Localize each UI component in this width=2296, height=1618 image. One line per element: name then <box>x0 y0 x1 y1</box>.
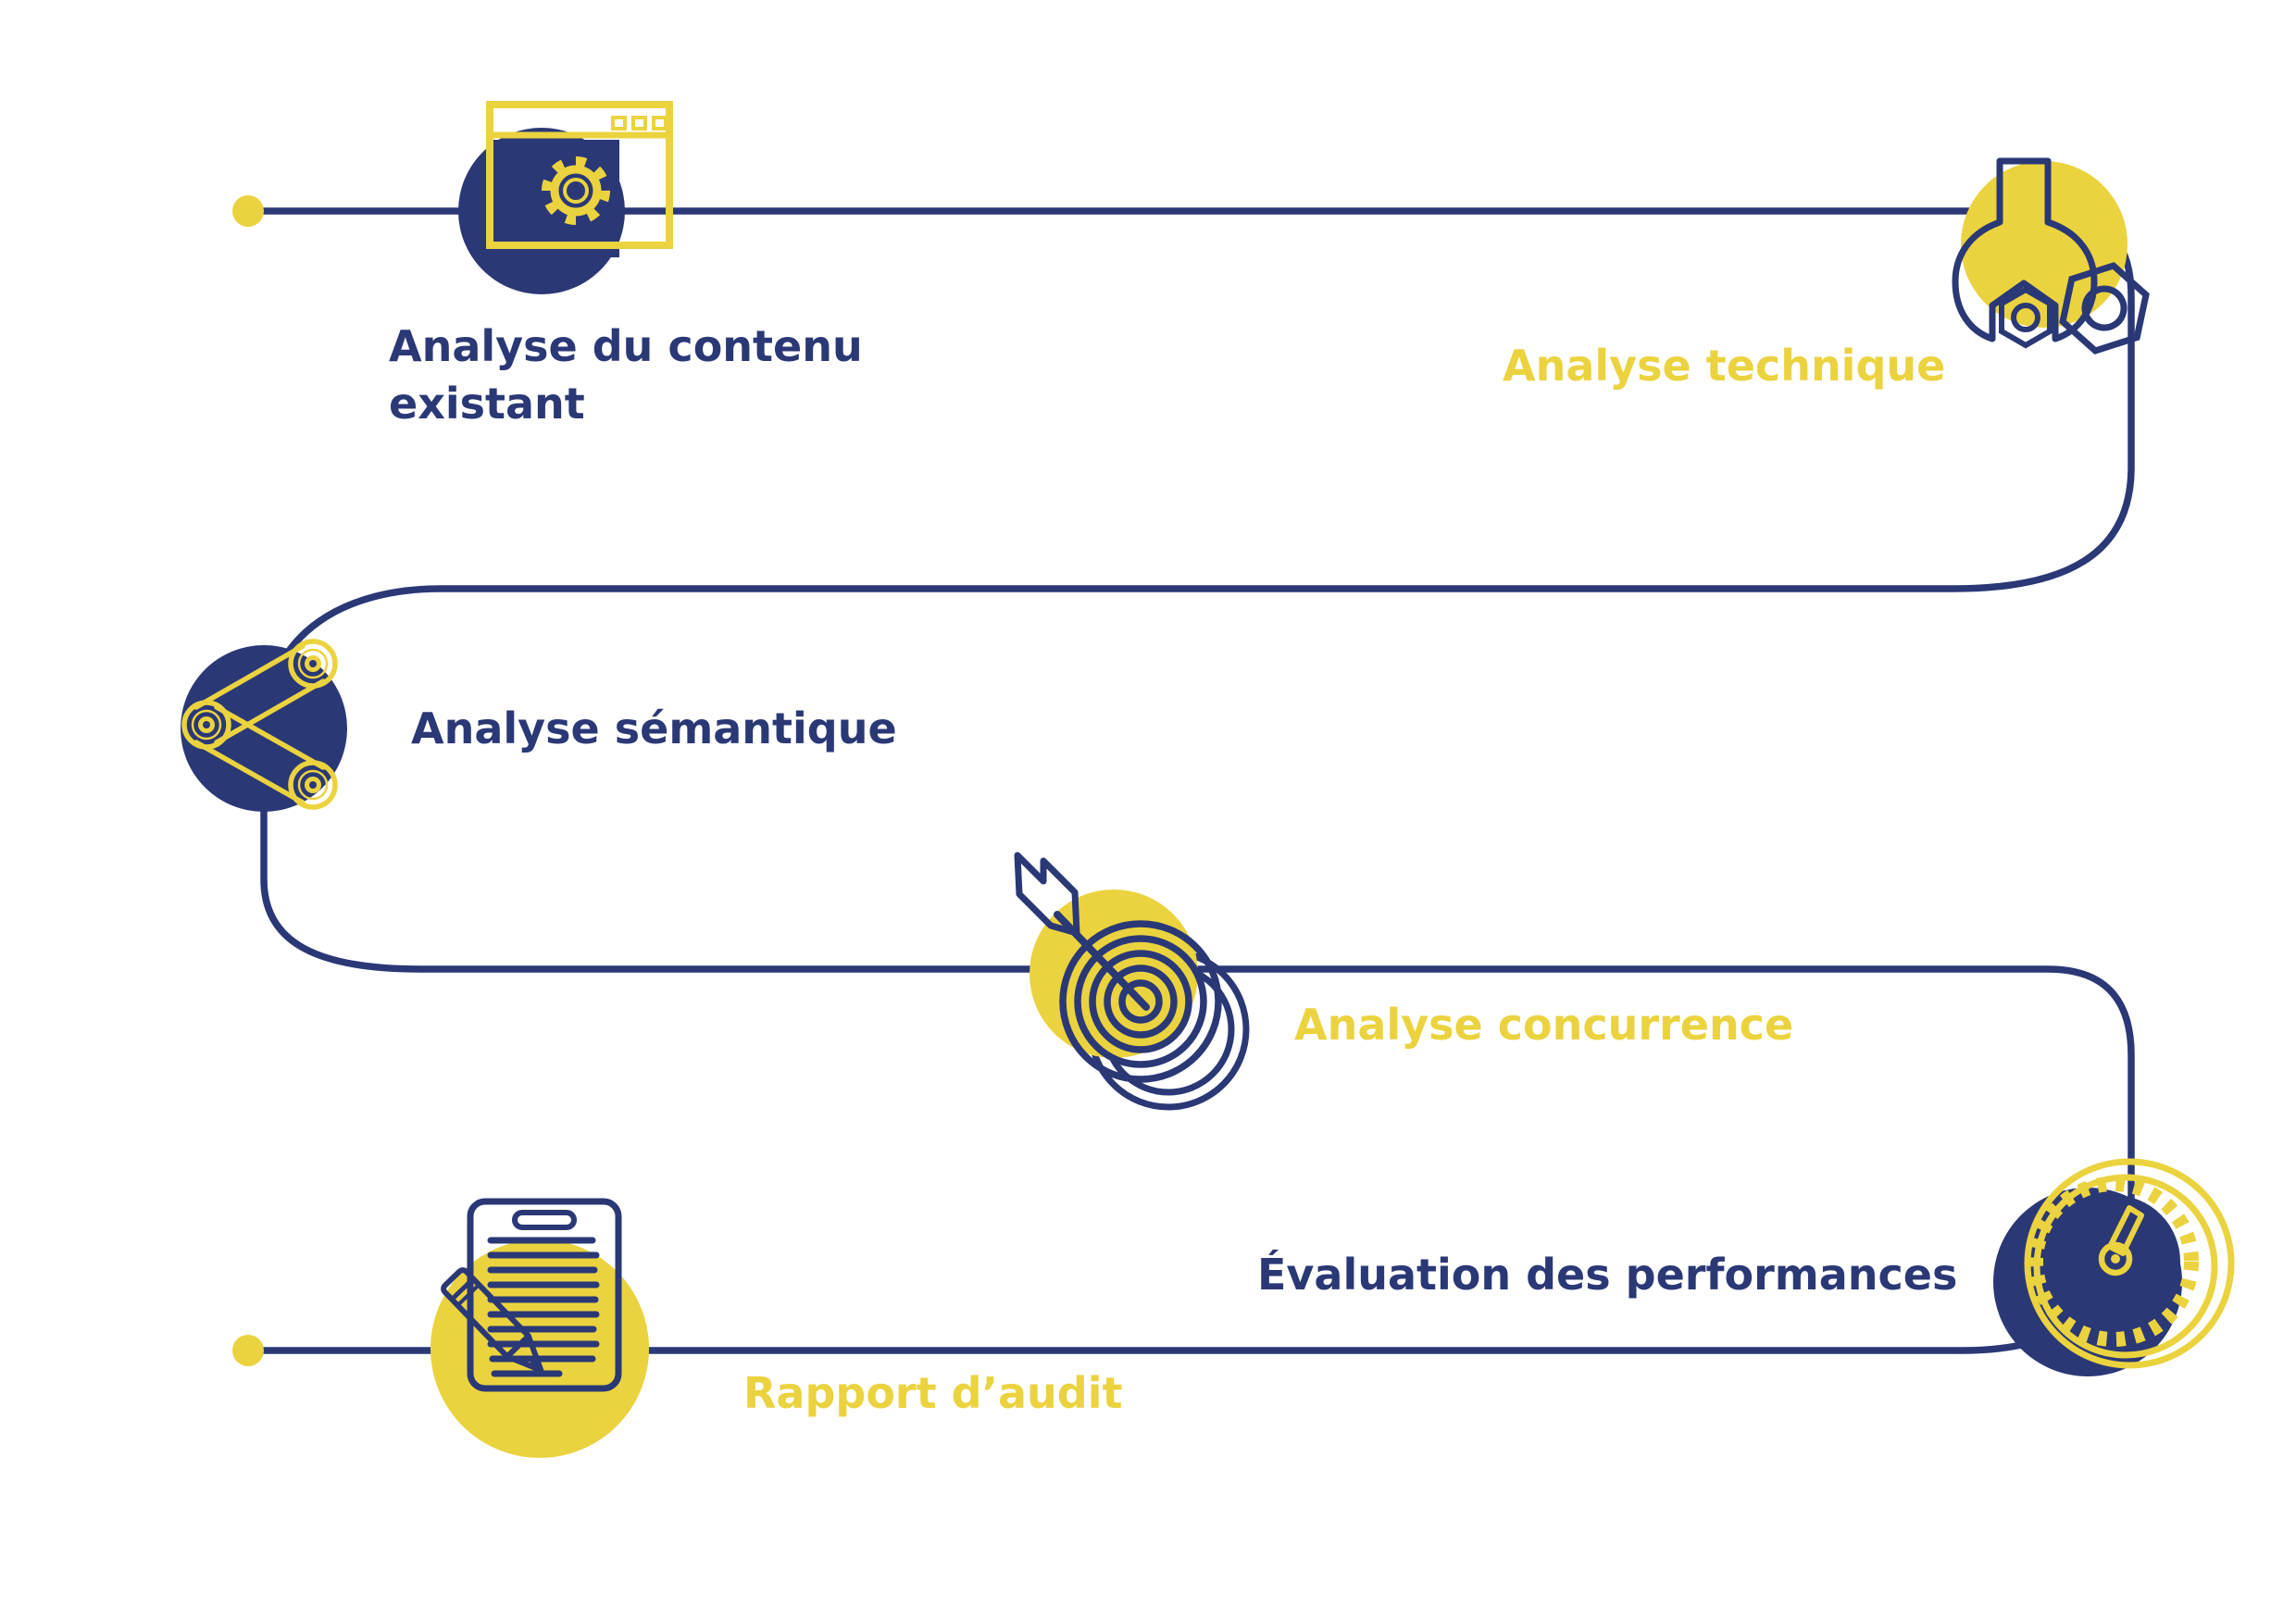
gauge-teeth-ring <box>2028 1176 2199 1347</box>
gauge-needle-icon <box>2098 1205 2144 1276</box>
wrench-nuts-icon <box>1952 157 2150 355</box>
target-rings <box>1059 920 1222 1083</box>
gauge-icon <box>1993 1158 2235 1376</box>
chain-node-icon <box>288 639 338 689</box>
step-label-analyse-technique: Analyse technique <box>1503 341 1946 391</box>
target-arrow-icon <box>1014 852 1250 1111</box>
chain-node-icon <box>288 760 338 810</box>
nut-small-icon <box>1999 286 2053 349</box>
chain-links-icon <box>181 639 347 812</box>
clipboard-pencil-icon <box>430 1198 649 1458</box>
wrench-icon <box>1952 157 2098 342</box>
end-dot <box>232 1335 264 1366</box>
arrow-icon <box>1014 852 1150 1011</box>
pencil-icon <box>441 1267 544 1374</box>
step-label-analyse-concurrence: Analyse concurrence <box>1294 1000 1794 1050</box>
chain-link-bars <box>193 643 326 805</box>
window-buttons-icon <box>611 116 668 131</box>
step-label-rapport-audit: Rapport d’audit <box>743 1368 1123 1418</box>
step-label-analyse-semantique: Analyse sémantique <box>411 703 897 753</box>
start-dot <box>232 195 264 227</box>
step-label-evaluation-performances: Évaluation des performances <box>1257 1250 1958 1300</box>
gear-icon <box>542 156 610 225</box>
chain-node-icon <box>181 700 231 750</box>
step-label-analyse-contenu: Analyse du contenu existant <box>389 321 863 429</box>
browser-gear-icon <box>458 101 673 294</box>
nut-large-icon <box>2059 262 2150 355</box>
